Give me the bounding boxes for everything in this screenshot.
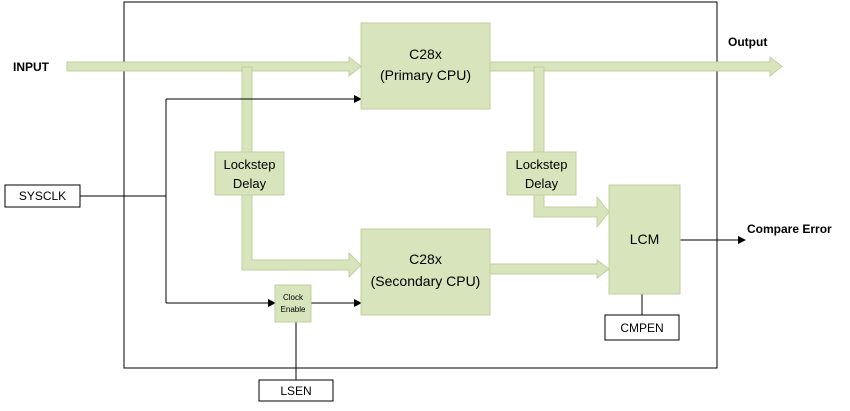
secondary-cpu-block: [360, 228, 491, 316]
data-paths: [66, 55, 783, 279]
input-tap-vertical: [241, 66, 253, 153]
module-boundary: [123, 1, 718, 369]
delay-to-lcm-arrow: [533, 194, 610, 229]
cmpen-label: CMPEN: [620, 321, 663, 335]
lockstep-delay-out-line1: Lockstep: [515, 157, 567, 172]
clock-enable-line1: Clock: [283, 293, 304, 302]
primary-cpu-subtitle: (Primary CPU): [380, 67, 471, 83]
lockstep-delay-out-line2: Delay: [525, 176, 559, 191]
output-tap-vertical: [533, 66, 545, 153]
lsen-box: [258, 379, 334, 402]
secondary-cpu-title: C28x: [409, 251, 442, 267]
clock-enable-block: [274, 284, 312, 323]
input-label: INPUT: [13, 60, 50, 74]
compare-error-label: Compare Error: [747, 222, 832, 236]
lockstep-delay-in-block: [214, 151, 285, 196]
sysclk-label: SYSCLK: [19, 189, 66, 203]
cmpen-box: [604, 314, 680, 341]
output-label: Output: [728, 35, 767, 49]
secondary-to-lcm-arrow: [489, 259, 610, 279]
sysclk-box: [4, 184, 81, 208]
lockstep-delay-in-line2: Delay: [233, 176, 267, 191]
clock-enable-line2: Enable: [281, 305, 306, 314]
lcm-block: [608, 184, 681, 295]
lcm-title: LCM: [630, 231, 660, 247]
primary-cpu-title: C28x: [409, 46, 442, 62]
clock-lines: [80, 95, 746, 380]
lockstep-delay-out-block: [506, 151, 577, 196]
primary-cpu-block: [360, 22, 491, 110]
lsen-label: LSEN: [280, 384, 311, 398]
delay-to-secondary-arrow: [241, 194, 362, 279]
input-to-primary-arrow: [66, 55, 362, 78]
secondary-cpu-subtitle: (Secondary CPU): [371, 273, 481, 289]
lockstep-delay-in-line1: Lockstep: [223, 157, 275, 172]
